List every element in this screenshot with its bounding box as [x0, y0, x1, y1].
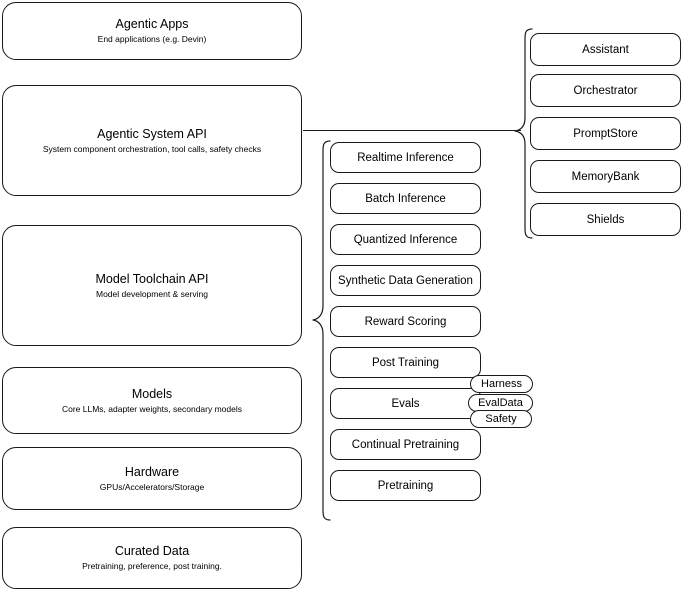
eval-tag-safety[interactable]: Safety [470, 410, 532, 428]
agentic-component-orchestrator[interactable]: Orchestrator [530, 74, 681, 107]
stack-layer-subtitle: Core LLMs, adapter weights, secondary mo… [61, 403, 242, 414]
toolchain-item-quantized-inference[interactable]: Quantized Inference [330, 224, 481, 255]
stack-layer-subtitle: Model development & serving [96, 288, 208, 299]
brace-agentic-system-components [514, 28, 533, 239]
stack-layer-title: Models [131, 386, 173, 401]
toolchain-item-batch-inference[interactable]: Batch Inference [330, 183, 481, 214]
stack-layer-title: Agentic System API [97, 126, 207, 141]
stack-layer-curated-data[interactable]: Curated Data Pretraining, preference, po… [2, 527, 302, 589]
brace-model-toolchain [312, 140, 331, 521]
stack-layer-title: Agentic Apps [115, 17, 189, 31]
toolchain-item-realtime-inference[interactable]: Realtime Inference [330, 142, 481, 173]
toolchain-item-post-training[interactable]: Post Training [330, 347, 481, 378]
stack-layer-model-toolchain-api[interactable]: Model Toolchain API Model development & … [2, 225, 302, 346]
stack-layer-agentic-system-api[interactable]: Agentic System API System component orch… [2, 85, 302, 196]
stack-layer-subtitle: Pretraining, preference, post training. [82, 561, 222, 571]
stack-layer-hardware[interactable]: Hardware GPUs/Accelerators/Storage [2, 447, 302, 510]
eval-tag-harness[interactable]: Harness [470, 375, 533, 393]
stack-layer-models[interactable]: Models Core LLMs, adapter weights, secon… [2, 367, 302, 434]
stack-layer-subtitle: End applications (e.g. Devin) [97, 34, 207, 44]
toolchain-item-reward-scoring[interactable]: Reward Scoring [330, 306, 481, 337]
agentic-component-shields[interactable]: Shields [530, 203, 681, 236]
agentic-component-promptstore[interactable]: PromptStore [530, 117, 681, 150]
toolchain-item-continual-pretraining[interactable]: Continual Pretraining [330, 429, 481, 460]
agentic-component-memorybank[interactable]: MemoryBank [530, 160, 681, 193]
agentic-component-assistant[interactable]: Assistant [530, 33, 681, 66]
stack-layer-title: Curated Data [114, 544, 190, 558]
connector-agentic-system-to-components [303, 130, 521, 131]
stack-layer-subtitle: GPUs/Accelerators/Storage [99, 481, 205, 492]
stack-layer-title: Hardware [124, 464, 180, 479]
stack-layer-subtitle: System component orchestration, tool cal… [42, 143, 262, 154]
stack-layer-agentic-apps[interactable]: Agentic Apps End applications (e.g. Devi… [2, 2, 302, 60]
toolchain-item-pretraining[interactable]: Pretraining [330, 470, 481, 501]
toolchain-item-evals[interactable]: Evals [330, 388, 481, 419]
stack-layer-title: Model Toolchain API [95, 271, 209, 286]
toolchain-item-synthetic-data-generation[interactable]: Synthetic Data Generation [330, 265, 481, 296]
